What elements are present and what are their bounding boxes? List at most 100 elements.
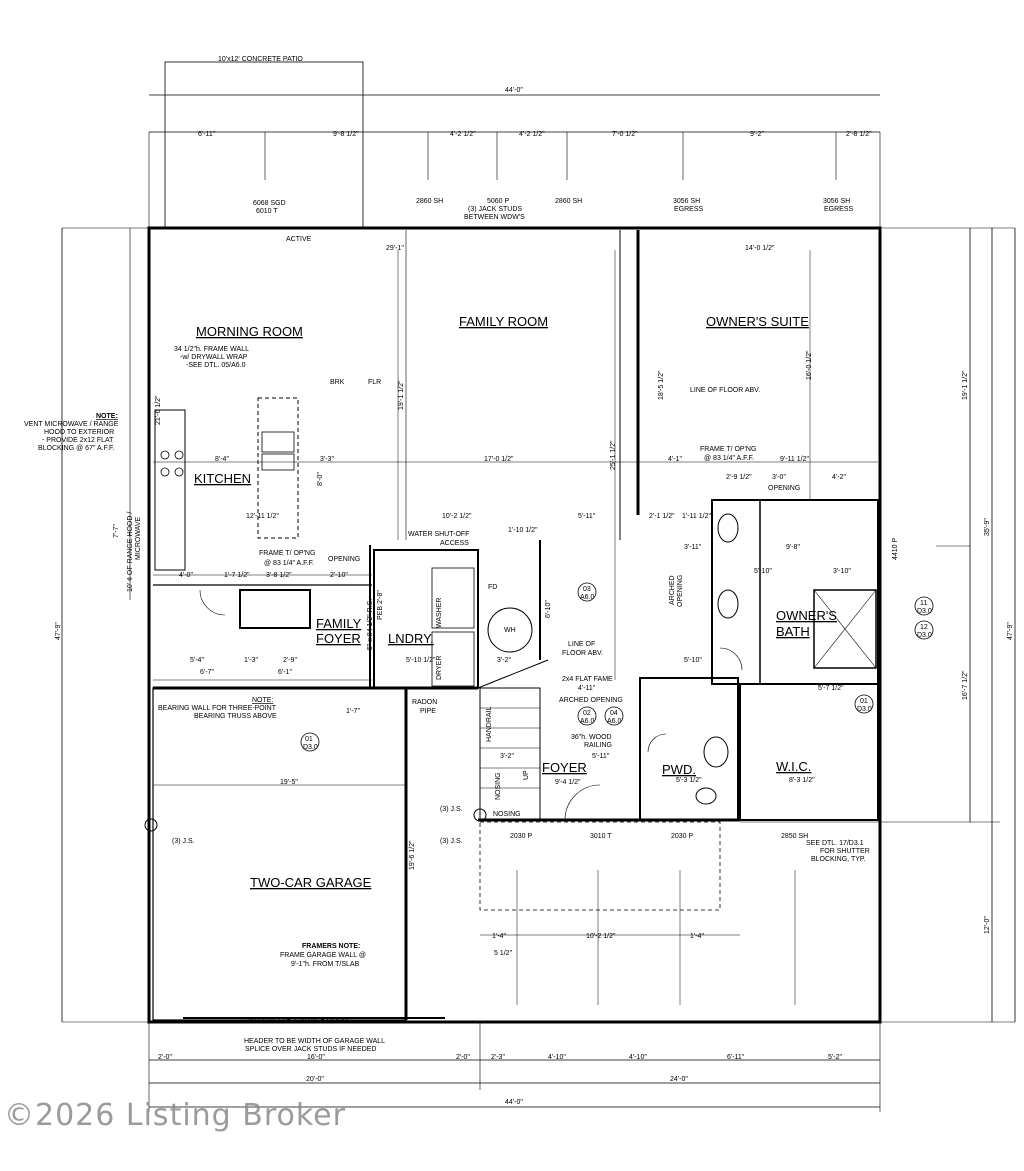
dryer — [431, 631, 475, 687]
kitchen-counter — [154, 409, 186, 571]
dim-family-25-1: 25'-1 1/2" — [610, 440, 617, 470]
dim-suite-18-5: 18'-5 1/2" — [658, 370, 665, 400]
dim-right-19-1: 19'-1 1/2" — [962, 370, 969, 400]
tag-01-d30-b-sheet: D3.0 — [857, 706, 872, 713]
dim-5-4: 5'-4" — [190, 657, 204, 664]
dim-left-47-9: 47'-9" — [55, 622, 62, 640]
room-family: FAMILY ROOM — [459, 314, 548, 329]
shutter-note-1: SEE DTL. 17/D3.1 — [806, 840, 864, 847]
dim-bottom-2-0a: 2'-0" — [158, 1054, 172, 1061]
vent-note-2: HOOD TO EXTERIOR — [44, 429, 114, 436]
dim-bottom-4-10b: 4'-10" — [629, 1054, 647, 1061]
dim-5-half: 5 1/2" — [494, 950, 513, 957]
washer-label: WASHER — [436, 598, 443, 628]
dim-right-47-9: 47'-9" — [1007, 622, 1014, 640]
window-2850: 2850 SH — [781, 833, 808, 840]
laundry-walls — [373, 549, 479, 689]
dryer-label: DRYER — [436, 656, 443, 680]
dim-4-2: 4'-2" — [832, 474, 846, 481]
dim-left-21-6: 21'-6 1/2" — [155, 395, 162, 425]
frame-opening-note-1b: @ 83 1/4" A.F.F. — [264, 560, 314, 567]
room-foyer: FOYER — [542, 760, 587, 775]
dim-3-8: 3'-8 1/2" — [266, 572, 292, 579]
dim-top-overall: 44'-0" — [505, 87, 523, 94]
room-powder: PWD. — [662, 762, 696, 777]
stair-dim-label-2: PEB 2'-8" — [377, 590, 384, 620]
tag-04-sheet: A6.0 — [607, 718, 622, 725]
dim-bottom-6-11: 6'-11" — [727, 1054, 745, 1061]
dim-2-9b: 2'-9" — [283, 657, 297, 664]
brk-label: BRK — [330, 379, 345, 386]
jack-studs-label-3: (3) J.S. — [440, 838, 463, 845]
washer — [431, 567, 475, 629]
header-note-1: HEADER TO BE WIDTH OF GARAGE WALL — [244, 1038, 385, 1045]
frame-wall-note-3: -SEE DTL. 05/A6.0 — [186, 362, 246, 369]
stair-dim-label: 5" x 84 1/2" R.S. — [367, 599, 374, 650]
frame-wall-note-2: -w/ DRYWALL WRAP — [180, 354, 248, 361]
dim-10-2b: 10'-2 1/2" — [586, 933, 616, 940]
framers-note-2: 9'-1"h. FROM T/SLAB — [291, 961, 360, 968]
tag-12-sheet: D3.0 — [917, 632, 932, 639]
dim-10-2: 10'-2 1/2" — [442, 513, 472, 520]
garage-walls — [152, 687, 407, 1021]
dim-top-1: 6'-11" — [198, 131, 216, 138]
dim-3-2b: 3'-2" — [500, 753, 514, 760]
room-family-foyer-1: FAMILY — [316, 616, 362, 631]
radon-label-1: RADON — [412, 699, 437, 706]
arched-opening-v2: OPENING — [677, 575, 684, 607]
railing-label-1: 36"h. WOOD — [571, 734, 612, 741]
dim-bottom-2-3: 2'-3" — [491, 1054, 505, 1061]
room-owners-bath-1: OWNER'S — [776, 608, 837, 623]
dim-5-7: 5'-7 1/2" — [818, 685, 844, 692]
room-wic: W.I.C. — [776, 759, 811, 774]
dim-6-10: 6'-10" — [545, 600, 552, 618]
door-3010: 3010 T — [590, 833, 612, 840]
range-hood-note-1: 10' ¢ OF RANGE HOOD / — [127, 512, 134, 592]
dim-bottom-5-2: 5'-2" — [828, 1054, 842, 1061]
tag-03-num: 03 — [583, 586, 591, 593]
window-3056-b: 3056 SH — [823, 198, 850, 205]
floor-above-label: LINE OF FLOOR ABV. — [690, 387, 760, 394]
dim-suite-9-11: 9'-11 1/2" — [780, 456, 810, 463]
jack-studs-between-1: (3) JACK STUDS — [468, 206, 522, 213]
room-family-foyer-2: FOYER — [316, 631, 361, 646]
shutter-note-3: BLOCKING, TYP. — [811, 856, 866, 863]
frame-opening-note-2b: @ 83 1/4" A.F.F. — [704, 455, 754, 462]
tag-11-num: 11 — [920, 600, 927, 607]
dim-4-11: 4'-11" — [578, 685, 596, 692]
water-shutoff-label-1: WATER SHUT-OFF — [408, 531, 469, 538]
dim-bottom-4-10a: 4'-10" — [548, 1054, 566, 1061]
dim-3-10: 3'-10" — [833, 568, 851, 575]
water-shutoff-label-2: ACCESS — [440, 540, 469, 547]
watermark: ©2026 Listing Broker — [4, 1098, 346, 1133]
egress-label-2: EGRESS — [824, 206, 854, 213]
railing-label-2: RAILING — [584, 742, 612, 749]
flr-label: FLR — [368, 379, 381, 386]
egress-label-1: EGRESS — [674, 206, 704, 213]
tag-01-d30-a-num: 01 — [305, 736, 313, 743]
frame-wall-note-1: 34 1/2"h. FRAME WALL — [174, 346, 249, 353]
door-2030-a: 2030 P — [510, 833, 533, 840]
bath-sink — [717, 513, 739, 543]
tag-01-d30-a-sheet: D3.0 — [303, 744, 318, 751]
handrail-label: HANDRAIL — [486, 706, 493, 742]
dim-1-7b: 1'-7" — [346, 708, 360, 715]
dim-suite-4-1: 4'-1" — [668, 456, 682, 463]
floor-above-label-2a: LINE OF — [568, 641, 595, 648]
dim-family-19-1: 19'-1 1/2" — [398, 380, 405, 410]
jack-studs-label-2: (3) J.S. — [440, 806, 463, 813]
water-heater — [487, 607, 533, 653]
nosing-label-2: NOSING — [493, 811, 521, 818]
dim-5-10b: 5'-10" — [684, 657, 702, 664]
up-label: UP — [523, 770, 530, 780]
window-5060: 5060 P — [487, 198, 510, 205]
dim-3-2: 3'-2" — [497, 657, 511, 664]
dim-5-11: 5'-11" — [578, 513, 596, 520]
dim-bottom-24-0: 24'-0" — [670, 1076, 688, 1083]
room-morning: MORNING ROOM — [196, 324, 303, 339]
bearing-note-2: BEARING TRUSS ABOVE — [194, 713, 277, 720]
dim-garage-19-6: 19'-6 1/2" — [409, 840, 416, 870]
frame-opening-note-2a: FRAME T/ OP'NG — [700, 446, 756, 453]
dim-9-4: 9'-4 1/2" — [555, 779, 581, 786]
room-garage: TWO-CAR GARAGE — [250, 875, 372, 890]
